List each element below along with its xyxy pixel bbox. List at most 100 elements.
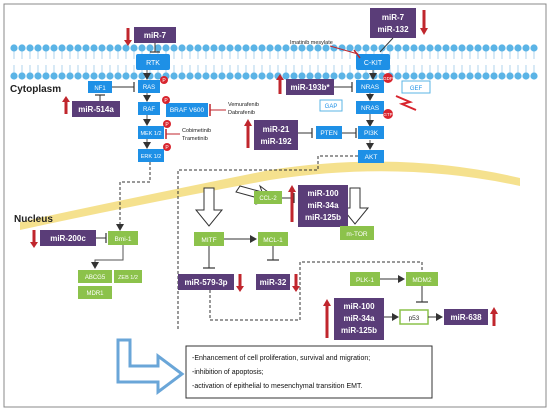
lipid-head [354,72,362,80]
lipid-head [370,72,378,80]
lipid-head [418,72,426,80]
mir100-a-label: miR-100 [307,189,339,198]
mir125b-a-label: miR-125b [305,213,341,222]
lipid-head [218,44,226,52]
plk1-box [350,272,380,286]
lipid-head [282,72,290,80]
mir193b-label: miR-193b* [290,83,330,92]
mtor-label: m-TOR [346,231,367,238]
outcome-line-2: -inhibition of apoptosis; [192,369,264,376]
mtor-hollow-arrow [340,187,370,225]
lipid-head [434,44,442,52]
mir7-132-ckit-inhibit [379,37,394,53]
cytoplasm-label: Cytoplasm [10,84,61,95]
mir125b-b-label: miR-125b [341,326,377,335]
lipid-head [234,72,242,80]
lipid-head [258,72,266,80]
mir21-mir192-box [254,120,298,150]
lipid-head [402,44,410,52]
lipid-head [466,44,474,52]
gdp-label: GDP [383,76,393,81]
lipid-head [490,72,498,80]
mir7-top-box [134,27,176,43]
mdr1-box [78,286,112,299]
rtk-label: RTK [146,60,160,67]
lipid-head [74,72,82,80]
braf-phospho-label: P [164,98,168,104]
lipid-head [194,44,202,52]
mtor-box [340,226,374,240]
lipid-head [178,44,186,52]
lipid-head [402,72,410,80]
lipid-head [18,72,26,80]
lipid-head [290,72,298,80]
lipid-head [498,44,506,52]
lipid-head [162,44,170,52]
mcl1-box [258,232,288,246]
lipid-head [522,44,530,52]
mir34a-a-label: miR-34a [307,201,339,210]
mir579-label: miR-579-3p [184,278,227,287]
mir514a-label: miR-514a [78,105,114,114]
trametinib-label: Trametinib [182,136,208,142]
lipid-head [338,72,346,80]
lipid-head [114,44,122,52]
erk-box [138,149,164,162]
gef-box [401,80,431,94]
erk-phospho-label: P [165,145,169,151]
lipid-head [274,44,282,52]
lipid-head [170,72,178,80]
mitf-hollow-arrow [194,187,224,227]
lipid-head [250,72,258,80]
lipid-head [194,72,202,80]
lipid-head [514,44,522,52]
lipid-head [226,72,234,80]
nras1-label: NRAS [361,84,380,91]
lipid-head [202,72,210,80]
nf1-label: NF1 [94,86,106,92]
gtp-label: GTP [383,112,392,117]
lightning-bolt [395,95,417,111]
akt-box [358,150,384,163]
ckit-receptor [356,54,390,70]
mir579-box [178,274,234,290]
ras-label: RAS [143,85,155,91]
zeb-label: ZEB 1/2 [118,275,138,281]
lipid-head [306,72,314,80]
lipid-head [18,44,26,52]
ccl2-label: CCL-2 [259,196,277,202]
lipid-head [282,44,290,52]
lipid-head [66,72,74,80]
ckit-label: C-KIT [364,60,383,67]
vemurafenib-label: Vemurafenib [228,102,259,108]
braf-box [166,103,208,117]
lipid-head [498,72,506,80]
lipid-head [346,72,354,80]
lipid-head [474,44,482,52]
lipid-head [506,44,514,52]
pten-label: PTEN [320,130,338,137]
lipid-head [306,44,314,52]
bmi1-label: Bmi-1 [115,236,132,243]
mir100-b-label: miR-100 [343,302,375,311]
lipid-head [122,44,130,52]
lipid-head [234,44,242,52]
lipid-head [410,72,418,80]
lipid-head [386,44,394,52]
lipid-head [394,72,402,80]
lipid-head [202,44,210,52]
lipid-head [330,72,338,80]
lipid-head [154,72,162,80]
rtk-receptor [136,54,170,70]
lipid-head [154,44,162,52]
mek-phospho-label: P [165,122,169,128]
mir21-192-arrowhead [244,119,252,126]
lipid-head [490,44,498,52]
mek-label: MEK 1/2 [140,131,161,137]
mir132-label: miR-132 [377,25,409,34]
lipid-head [98,44,106,52]
erk-phospho [163,143,171,151]
lipid-head [26,44,34,52]
lipid-head [170,44,178,52]
